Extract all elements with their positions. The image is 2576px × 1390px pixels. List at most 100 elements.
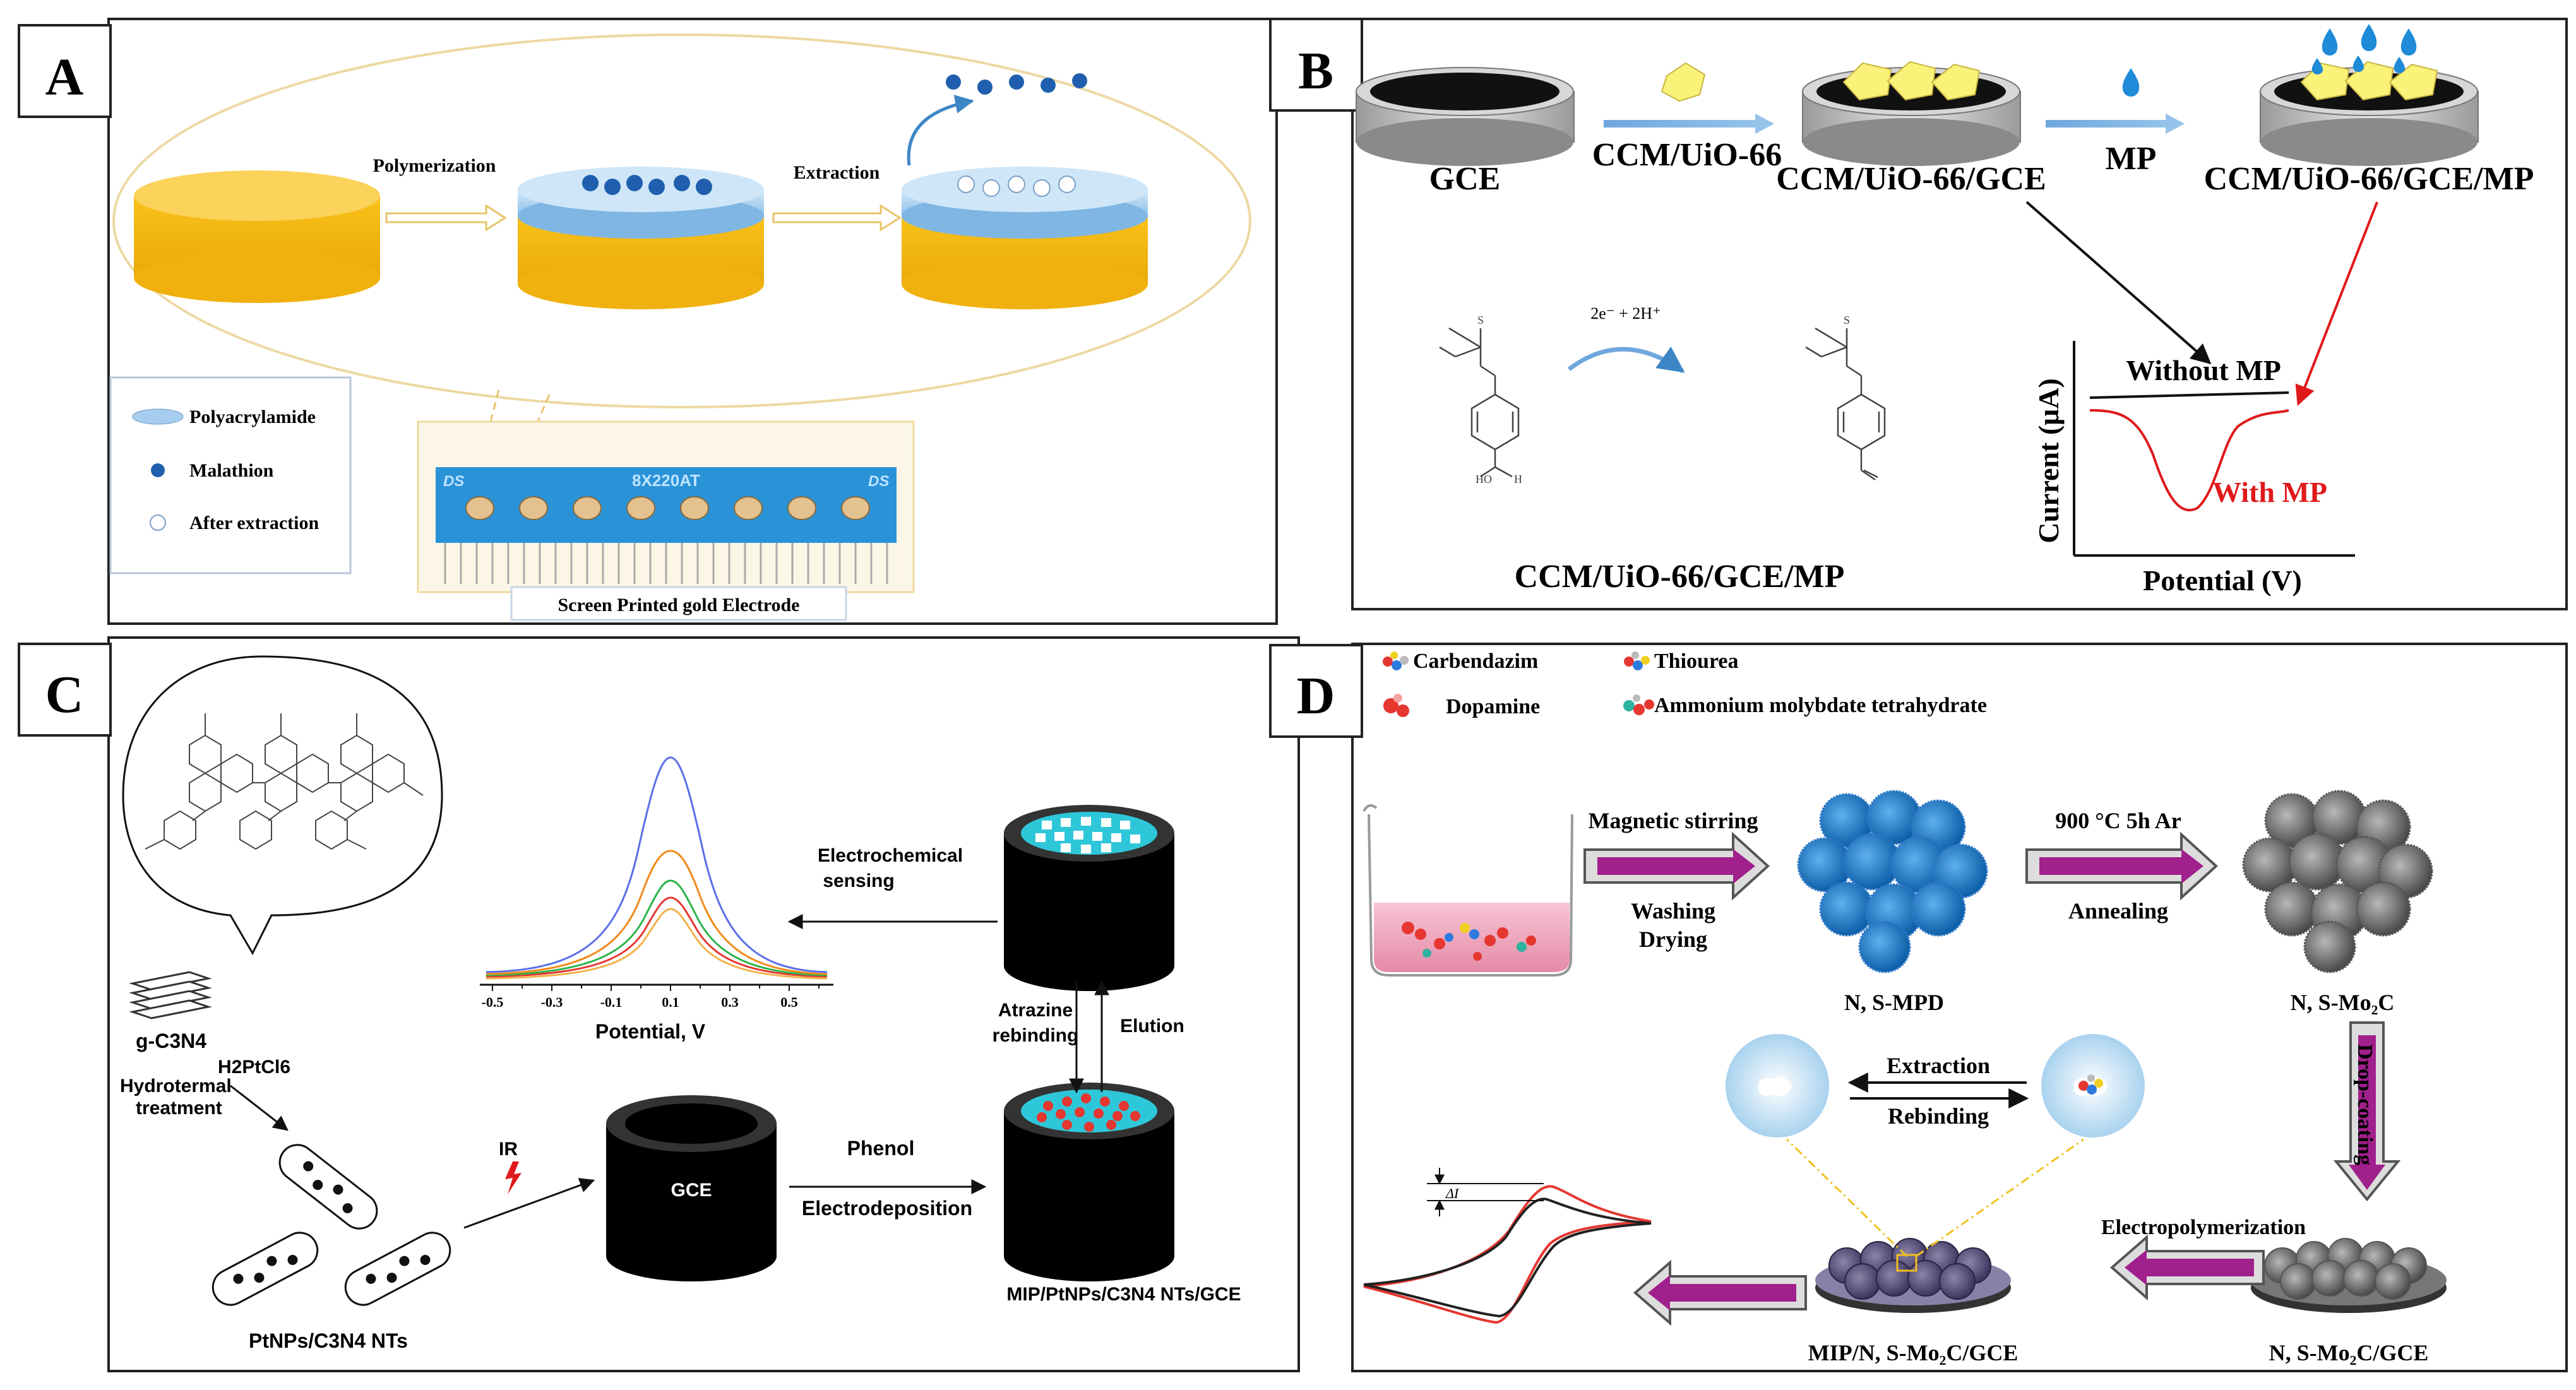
gold-disc-polymer-malathion [518,167,764,309]
molecule-caption: CCM/UiO-66/GCE/MP [1515,559,1845,595]
ir-label: IR [499,1139,518,1160]
screen-printed-electrode: DS 8X220AT DS Screen Printed gold Electr… [417,420,915,621]
reduction-arrow [1567,346,1685,373]
final-electrode-label: CCM/UiO-66/GCE/MP [2204,161,2534,197]
cavity-bubble-bound [2041,1034,2145,1138]
gce-label: GCE [1429,161,1501,197]
modified-gce-label: CCM/UiO-66/GCE [1776,161,2046,197]
mip-n-s-mo2c-gce: MIP/N, S-Mo₂C/GCE [1808,1238,2018,1365]
delta-i-label: ΔI [1445,1185,1460,1201]
mp-voltammogram: Without MP With MP Current (μA) Potentia… [2032,341,2355,597]
without-mp-label: Without MP [2126,354,2281,386]
h2ptcl6-label: H2PtCl6 [218,1057,290,1078]
panel-b-tag: B [1298,42,1333,100]
arrow-drop-coating: Drop-coating [2333,1021,2401,1202]
g-c3n4-structure-bubble [122,655,443,956]
c-xtick-3: -0.1 [600,994,623,1010]
extraction-label: Extraction [1887,1053,1990,1078]
electrodeposition-label: Electrodeposition [802,1197,972,1220]
malathion-stars [582,175,712,195]
c-xtick-1: -0.5 [482,994,504,1010]
electrochemical-label: Electrochemical [818,845,963,866]
legend-ammonium-molybdate: Ammonium molybdate tetrahydrate [1654,694,1987,717]
c-xtick-5: 0.3 [721,994,739,1010]
ammonium-molybdate-icon [1623,694,1654,715]
gce-cylinder: GCE [606,1095,777,1281]
cavity-bubble-empty [1726,1034,1829,1138]
anneal-condition-label: 900 °C 5h Ar [2055,808,2181,833]
electrode-brand-left: DS [443,473,464,490]
panel-d-tag: D [1297,667,1335,725]
n-s-mo2c-gce-label: N, S-Mo₂C/GCE [2269,1340,2429,1365]
mip-sensor-label: MIP/N, S-Mo₂C/GCE [1808,1340,2018,1365]
arrow-extraction: Extraction [772,162,902,232]
molecule-mp-reduced: HO H S [1439,314,1522,485]
ir-bolt-icon [505,1161,522,1194]
svg-text:S: S [1477,314,1484,326]
curve-without-mp [2089,391,2289,399]
n-s-mpd-label: N, S-MPD [1844,990,1944,1015]
rebinding-label: Rebinding [1888,1103,1989,1129]
curve-with-mp [2089,409,2289,512]
panel-c-tag: C [45,665,84,724]
mip-sensor-label: MIP/PtNPs/C3N4 NTs/GCE [1006,1284,1241,1305]
arrow-add-mp: MP [2046,68,2185,177]
gce-cylinder-label: GCE [671,1180,712,1201]
extraction-rebinding-arrows: Extraction Rebinding [1847,1053,2029,1129]
b-xlabel: Potential (V) [2143,564,2302,597]
polymerization-label: Polymerization [373,155,496,176]
reagent2-label: MP [2106,141,2157,177]
gce-electrode: GCE [1356,67,1575,197]
ccm-uio66-gce: CCM/UiO-66/GCE [1776,61,2046,197]
panel-b: B GCE CCM/UiO-66 CCM/UiO-66/GCE [1269,18,2568,610]
hydrothermal-label-1: Hydrotermal [120,1076,232,1096]
legend-carbendazim: Carbendazim [1413,650,1538,673]
svg-text:HO: HO [1476,473,1492,485]
c-xtick-2: -0.3 [541,994,563,1010]
gold-disc-extracted [902,73,1148,309]
c-xtick-6: 0.5 [780,994,798,1010]
svg-text:H: H [1514,473,1522,485]
drop-coating-label: Drop-coating [2353,1044,2376,1165]
legend-polyacrylamide: Polyacrylamide [189,407,316,427]
molecule-mp-nitroso: S [1805,314,1886,481]
extraction-label: Extraction [794,162,880,183]
n-s-mo2c-label: N, S-Mo₂C [2291,990,2395,1015]
carbendazim-icon [1383,651,1409,670]
dpv-curves: -0.5 -0.3 -0.1 0.1 0.3 0.5 Potential, V [480,756,833,1043]
washing-label: Washing [1631,898,1715,924]
arrow-add-ccm-uio66: CCM/UiO-66 [1592,62,1782,173]
annealing-label: Annealing [2068,898,2168,924]
n-s-mo2c-cluster [2242,790,2433,973]
n-s-mo2c-gce: N, S-Mo₂C/GCE [2251,1238,2447,1365]
dopamine-icon [1383,694,1409,717]
panel-a-tag: A [45,48,84,107]
cyclic-voltammogram: ΔI [1363,1168,1652,1324]
n-s-mpd-cluster [1797,790,1988,973]
sensing-label: sensing [823,870,894,891]
beaker [1363,804,1573,977]
mip-electrode-loaded: MIP/PtNPs/C3N4 NTs/GCE [1004,1083,1241,1305]
c-xlabel: Potential, V [595,1020,706,1043]
panel-a-legend: Polyacrylamide Malathion After extractio… [109,376,352,574]
panel-c: C [18,636,1300,1372]
reaction-label: 2e⁻ + 2H⁺ [1590,304,1661,323]
arrow-magnetic-stirring: Magnetic stirring Washing Drying [1583,808,1770,952]
panel-d-legend: Carbendazim Thiourea Dopamine Ammonium m… [1383,650,1987,718]
ptnps-c3n4-nanotubes: PtNPs/C3N4 NTs [212,1144,451,1352]
hydrothermal-label-2: treatment [136,1098,222,1119]
ccm-uio66-gce-mp: CCM/UiO-66/GCE/MP [2204,24,2534,197]
arrow-to-cv [1633,1259,1807,1326]
gold-disc-bare [134,170,380,303]
b-ylabel: Current (μA) [2032,378,2065,544]
g-c3n4-sheets [129,971,212,1019]
c-xtick-4: 0.1 [662,994,679,1010]
electrode-brand-right: DS [868,473,889,490]
atrazine-label: Atrazine [998,1000,1073,1021]
legend-malathion: Malathion [189,460,274,481]
electrode-code: 8X220AT [632,471,700,490]
electropolymerization-label: Electropolymerization [2101,1216,2306,1239]
drying-label: Drying [1639,927,1707,952]
svg-text:S: S [1844,314,1850,326]
arrow-electropolymerization: Electropolymerization [2101,1216,2306,1301]
